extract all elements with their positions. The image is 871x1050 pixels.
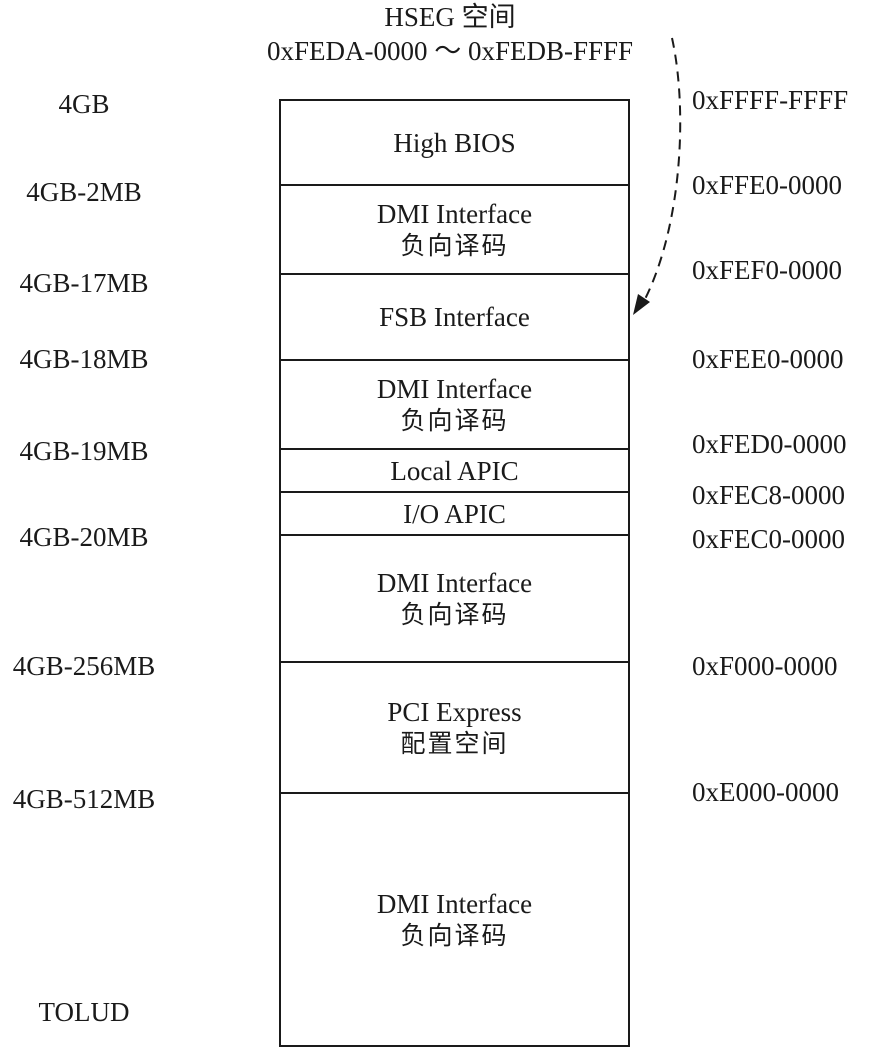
right-label-e000-0000: 0xE000-0000 <box>692 777 839 807</box>
region-dmi-interface-4: DMI Interface 负向译码 <box>281 794 628 1045</box>
left-label-4gb-512mb: 4GB-512MB <box>12 784 156 814</box>
region-sublabel: 配置空间 <box>400 728 509 758</box>
region-label: High BIOS <box>393 127 516 158</box>
region-label: DMI Interface <box>376 198 533 229</box>
hseg-title: HSEG 空间 <box>384 2 516 32</box>
region-label: FSB Interface <box>379 302 530 332</box>
region-fsb-interface: FSB Interface <box>281 275 628 361</box>
region-local-apic: Local APIC <box>281 450 628 493</box>
left-label-tolud: TOLUD <box>38 997 130 1027</box>
right-label-fed0-0000: 0xFED0-0000 <box>692 429 847 459</box>
right-label-ffff-ffff: 0xFFFF-FFFF <box>692 85 849 115</box>
region-label: DMI Interface <box>376 373 533 404</box>
region-label: DMI Interface <box>376 888 533 919</box>
region-io-apic: I/O APIC <box>281 493 628 536</box>
left-label-4gb-2mb: 4GB-2MB <box>26 177 142 207</box>
right-label-fef0-0000: 0xFEF0-0000 <box>692 255 843 285</box>
region-sublabel: 负向译码 <box>400 920 509 950</box>
region-label: Local APIC <box>390 455 519 486</box>
right-label-f000-0000: 0xF000-0000 <box>692 651 838 681</box>
region-sublabel: 负向译码 <box>400 405 509 435</box>
right-label-fec8-0000: 0xFEC8-0000 <box>692 480 846 510</box>
region-sublabel: 负向译码 <box>400 230 509 260</box>
memory-map: High BIOS DMI Interface 负向译码 FSB Interfa… <box>279 99 630 1047</box>
region-dmi-interface-1: DMI Interface 负向译码 <box>281 186 628 275</box>
left-label-4gb-19mb: 4GB-19MB <box>19 436 149 466</box>
hseg-range: 0xFEDA-0000 ～ 0xFEDB-FFFF <box>266 36 634 66</box>
region-label: PCI Express <box>387 696 522 727</box>
region-high-bios: High BIOS <box>281 101 628 186</box>
left-label-4gb: 4GB <box>58 89 110 119</box>
hseg-arrowhead <box>633 294 650 315</box>
hseg-dashed-curve <box>641 37 682 306</box>
region-sublabel: 负向译码 <box>400 599 509 629</box>
right-label-fec0-0000: 0xFEC0-0000 <box>692 524 846 554</box>
left-label-4gb-18mb: 4GB-18MB <box>19 344 149 374</box>
left-label-4gb-20mb: 4GB-20MB <box>19 522 149 552</box>
region-label: DMI Interface <box>376 567 533 598</box>
right-label-fee0-0000: 0xFEE0-0000 <box>692 344 844 374</box>
left-label-4gb-17mb: 4GB-17MB <box>19 268 149 298</box>
region-dmi-interface-2: DMI Interface 负向译码 <box>281 361 628 450</box>
region-dmi-interface-3: DMI Interface 负向译码 <box>281 536 628 663</box>
region-pci-express: PCI Express 配置空间 <box>281 663 628 794</box>
region-label: I/O APIC <box>403 498 506 529</box>
left-label-4gb-256mb: 4GB-256MB <box>12 651 156 681</box>
right-label-ffe0-0000: 0xFFE0-0000 <box>692 170 843 200</box>
